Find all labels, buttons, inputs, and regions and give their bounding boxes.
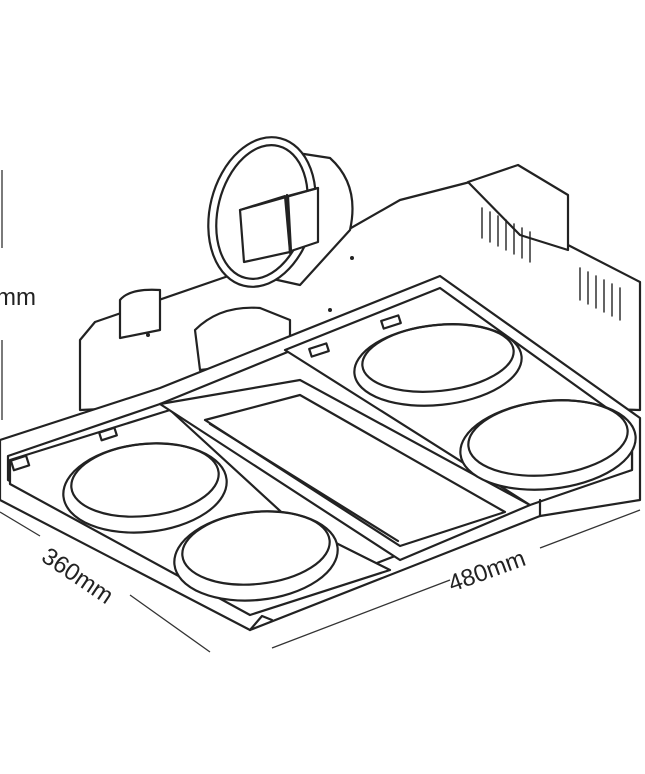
width-dimension-label: 480mm bbox=[445, 545, 529, 598]
height-dimension-label: mm bbox=[0, 284, 36, 311]
duct-spigot bbox=[207, 136, 354, 288]
depth-dimension-line-lower bbox=[129, 594, 211, 653]
width-dimension-line-left bbox=[271, 579, 451, 649]
fascia-panel bbox=[0, 274, 642, 632]
width-dimension-line-right bbox=[539, 509, 641, 549]
vent-fins bbox=[481, 207, 621, 321]
height-dimension: mm bbox=[0, 170, 36, 420]
depth-dimension-line-upper bbox=[0, 511, 41, 537]
damper-flap-right bbox=[286, 186, 320, 253]
